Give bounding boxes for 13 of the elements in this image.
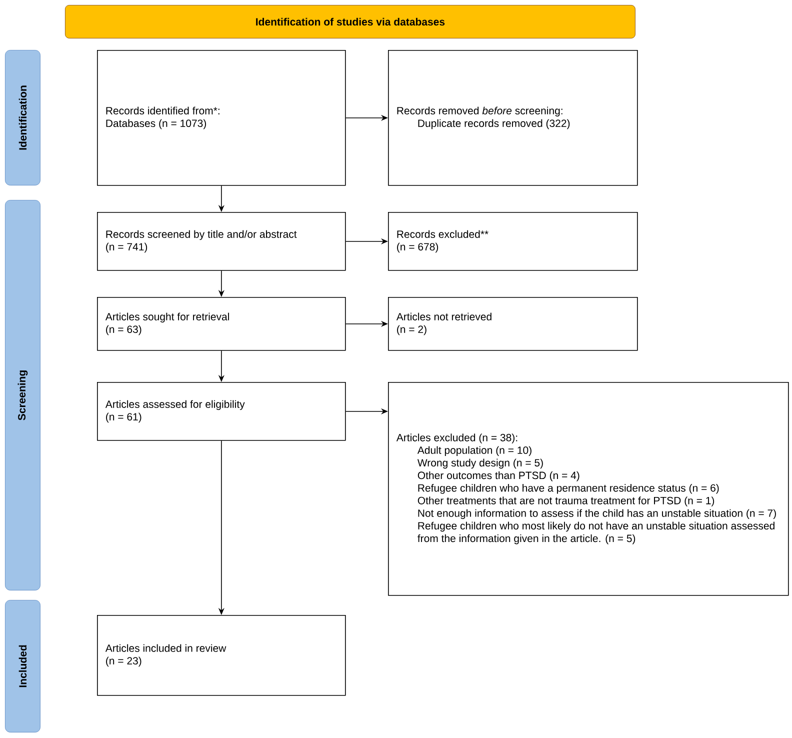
process-box: Articles sought for retrieval (n = 63)	[97, 297, 346, 351]
process-box: Articles excluded (n = 38): Adult population (n = 10) Wrong study design (n = 5) Other outcomes than PTSD (n = 4) Refugee children who have a permanent residence status (n = 6) Other treatments that are not trauma treatment for PTSD (n = 1) Not enough information to assess if the child has an unstable situation (n = 7) Refugee children who most likely do not have an unstable situation assessed from the information given in the article. (n = 5)	[388, 382, 789, 596]
stage-band: Identification	[5, 50, 40, 186]
stage-band: Screening	[5, 200, 40, 590]
process-box: Articles assessed for eligibility (n = 61)	[97, 382, 346, 441]
process-box: Articles not retrieved (n = 2)	[388, 297, 638, 351]
process-box: Records excluded** (n = 678)	[388, 212, 638, 271]
stage-band: Included	[5, 600, 40, 732]
heading-banner: Identification of studies via databases	[65, 5, 636, 38]
process-box: Articles included in review (n = 23)	[97, 615, 346, 696]
process-box: Records removed before screening: Duplicate records removed (322)	[388, 50, 638, 186]
process-box: Records screened by title and/or abstract (n = 741)	[97, 212, 346, 271]
process-box: Records identified from*: Databases (n = 1073)	[97, 50, 346, 186]
